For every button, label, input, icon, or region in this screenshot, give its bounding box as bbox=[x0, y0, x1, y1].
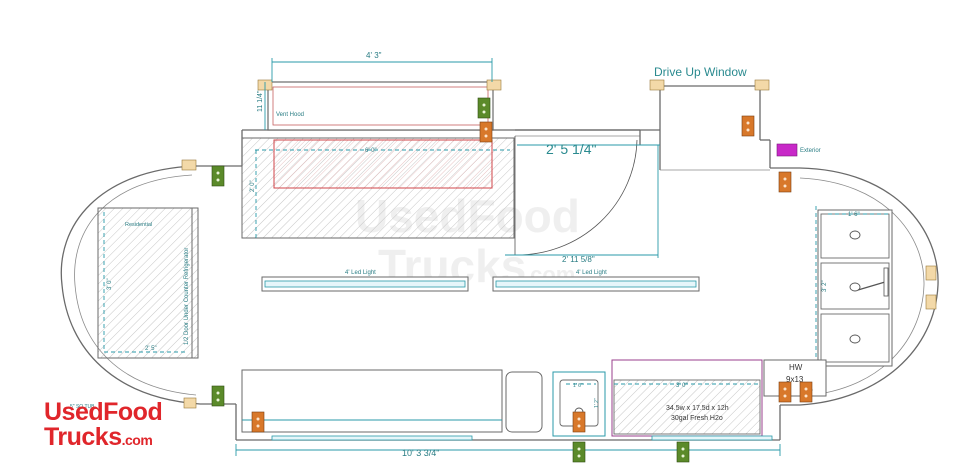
dimension-hood-width: 4' 3" bbox=[271, 51, 493, 82]
svg-text:3' 0": 3' 0" bbox=[676, 383, 688, 389]
svg-text:1' 6": 1' 6" bbox=[573, 383, 583, 389]
bottom-wall-strip bbox=[271, 435, 773, 441]
svg-text:1' 2": 1' 2" bbox=[594, 398, 600, 408]
vent-hood-label: Vent Hood bbox=[276, 112, 304, 118]
orange-outlet-icon bbox=[741, 115, 755, 137]
bottom-counter bbox=[241, 369, 543, 433]
brand-suffix: .com bbox=[121, 432, 153, 448]
svg-text:2' 0": 2' 0" bbox=[250, 180, 256, 192]
svg-text:1/2 Door Under Counter Refrige: 1/2 Door Under Counter Refrigerator bbox=[184, 248, 190, 345]
water-heater: HW 9x13 bbox=[763, 359, 827, 397]
svg-text:3' 0": 3' 0" bbox=[107, 278, 113, 290]
orange-outlet-icon bbox=[479, 121, 493, 143]
brand-line-2: Trucks.com bbox=[44, 425, 162, 450]
led-light-2: 4' Led Light bbox=[492, 270, 700, 292]
svg-text:9x13: 9x13 bbox=[786, 375, 804, 384]
svg-text:2' 5": 2' 5" bbox=[145, 346, 157, 352]
green-outlet-icon bbox=[477, 97, 491, 119]
svg-text:34.5w x 17.5d x 12h: 34.5w x 17.5d x 12h bbox=[666, 405, 729, 412]
cooking-counter: 6' 0" 2' 0" bbox=[241, 137, 515, 239]
refrigerator: Residential 1/2 Door Under Counter Refri… bbox=[97, 207, 199, 359]
svg-text:HW: HW bbox=[789, 363, 803, 372]
svg-text:30gal Fresh H2o: 30gal Fresh H2o bbox=[671, 415, 723, 422]
brand-line-2-text: Trucks bbox=[44, 423, 122, 451]
dimension-total-length: 10' 3 3/4" bbox=[235, 444, 781, 458]
brand-line-1: UsedFood bbox=[44, 398, 163, 426]
svg-text:10' 3 3/4": 10' 3 3/4" bbox=[402, 448, 439, 458]
entry-door: 2' 5 1/4" 2' 11 5/8" bbox=[505, 129, 660, 264]
brand-logo: UsedFood Trucks.com bbox=[44, 398, 163, 450]
dimension-hood-depth: 11 1/4" bbox=[257, 82, 266, 130]
three-compartment-sink: 1' 6" 3' 2" bbox=[815, 206, 893, 368]
orange-outlet-icon bbox=[572, 411, 586, 433]
drive-up-window: Drive Up Window bbox=[649, 65, 770, 91]
exterior-outlet: Exterior bbox=[776, 143, 821, 157]
orange-outlet-icon bbox=[778, 171, 792, 193]
orange-outlet-icon bbox=[778, 381, 792, 403]
svg-text:Exterior: Exterior bbox=[800, 148, 821, 154]
svg-text:4' Led Light: 4' Led Light bbox=[576, 270, 607, 276]
outlets bbox=[211, 97, 813, 463]
right-curved-wall bbox=[799, 167, 939, 406]
vent-hood: Vent Hood bbox=[257, 79, 502, 131]
svg-text:4' 3": 4' 3" bbox=[366, 51, 382, 60]
left-curved-wall bbox=[60, 159, 201, 409]
green-outlet-icon bbox=[211, 165, 225, 187]
green-outlet-icon bbox=[676, 441, 690, 463]
svg-text:11 1/4": 11 1/4" bbox=[257, 90, 264, 112]
svg-text:4' Led Light: 4' Led Light bbox=[345, 270, 376, 276]
window-dimension: 2' 5 1/4" bbox=[546, 141, 596, 157]
drive-up-window-label: Drive Up Window bbox=[654, 65, 747, 79]
svg-text:Residential: Residential bbox=[125, 222, 152, 228]
svg-text:3' 2": 3' 2" bbox=[822, 280, 828, 292]
green-outlet-icon bbox=[572, 441, 586, 463]
svg-text:1' 6": 1' 6" bbox=[848, 212, 860, 218]
svg-text:2' 11 5/8": 2' 11 5/8" bbox=[562, 255, 595, 264]
orange-outlet-icon bbox=[251, 411, 265, 433]
corner-note: 5" SQ TUB bbox=[70, 404, 95, 410]
fresh-water-tank: 3' 0" 34.5w x 17.5d x 12h 30gal Fresh H2… bbox=[611, 359, 763, 437]
green-outlet-icon bbox=[211, 385, 225, 407]
svg-text:6' 0": 6' 0" bbox=[365, 148, 377, 154]
orange-outlet-icon bbox=[799, 381, 813, 403]
led-light-1: 4' Led Light bbox=[261, 270, 469, 292]
